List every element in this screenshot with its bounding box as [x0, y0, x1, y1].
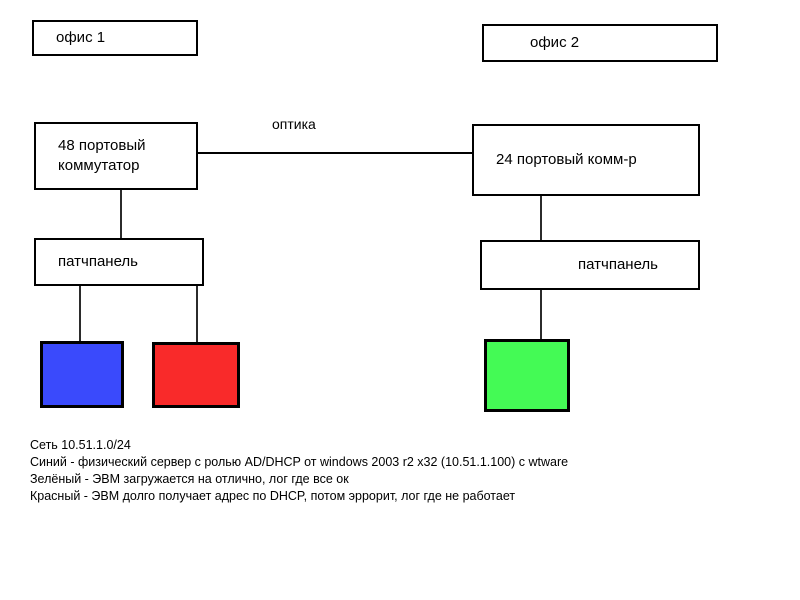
link-switch48-to-patchpanel [120, 190, 122, 239]
blue-host-box [40, 341, 124, 408]
switch-48-port-label: 48 портовый коммутатор [58, 137, 146, 174]
legend-line-blue: Синий - физический сервер с ролью AD/DHC… [30, 455, 569, 469]
patch-panel-right-label: патчпанель [578, 256, 658, 273]
patch-panel-left-box: патчпанель [34, 238, 204, 286]
office-1-label: офис 1 [56, 29, 106, 46]
link-patchpanel-to-red-host [196, 286, 198, 343]
legend-line-green: Зелёный - ЭВМ загружается на отлично, ло… [30, 472, 349, 486]
switch-24-port-label: 24 портовый комм-р [496, 151, 637, 168]
link-switch24-to-patchpanel [540, 196, 542, 241]
patch-panel-right-box: патчпанель [480, 240, 700, 290]
link-patchpanel-to-blue-host [79, 286, 81, 342]
patch-panel-left-label: патчпанель [58, 253, 138, 270]
legend: Сеть 10.51.1.0/24 Синий - физический сер… [30, 437, 568, 505]
legend-line-network: Сеть 10.51.1.0/24 [30, 438, 131, 452]
red-host-box [152, 342, 240, 408]
office-1-box: офис 1 [32, 20, 198, 56]
link-patchpanel-to-green-host [540, 290, 542, 340]
green-host-box [484, 339, 570, 412]
optic-link-line [198, 152, 474, 154]
optic-link-label: оптика [272, 116, 316, 132]
office-2-label: офис 2 [530, 34, 580, 51]
switch-48-port-box: 48 портовый коммутатор [34, 122, 198, 190]
legend-line-red: Красный - ЭВМ долго получает адрес по DH… [30, 489, 516, 503]
office-2-box: офис 2 [482, 24, 718, 62]
switch-24-port-box: 24 портовый комм-р [472, 124, 700, 196]
